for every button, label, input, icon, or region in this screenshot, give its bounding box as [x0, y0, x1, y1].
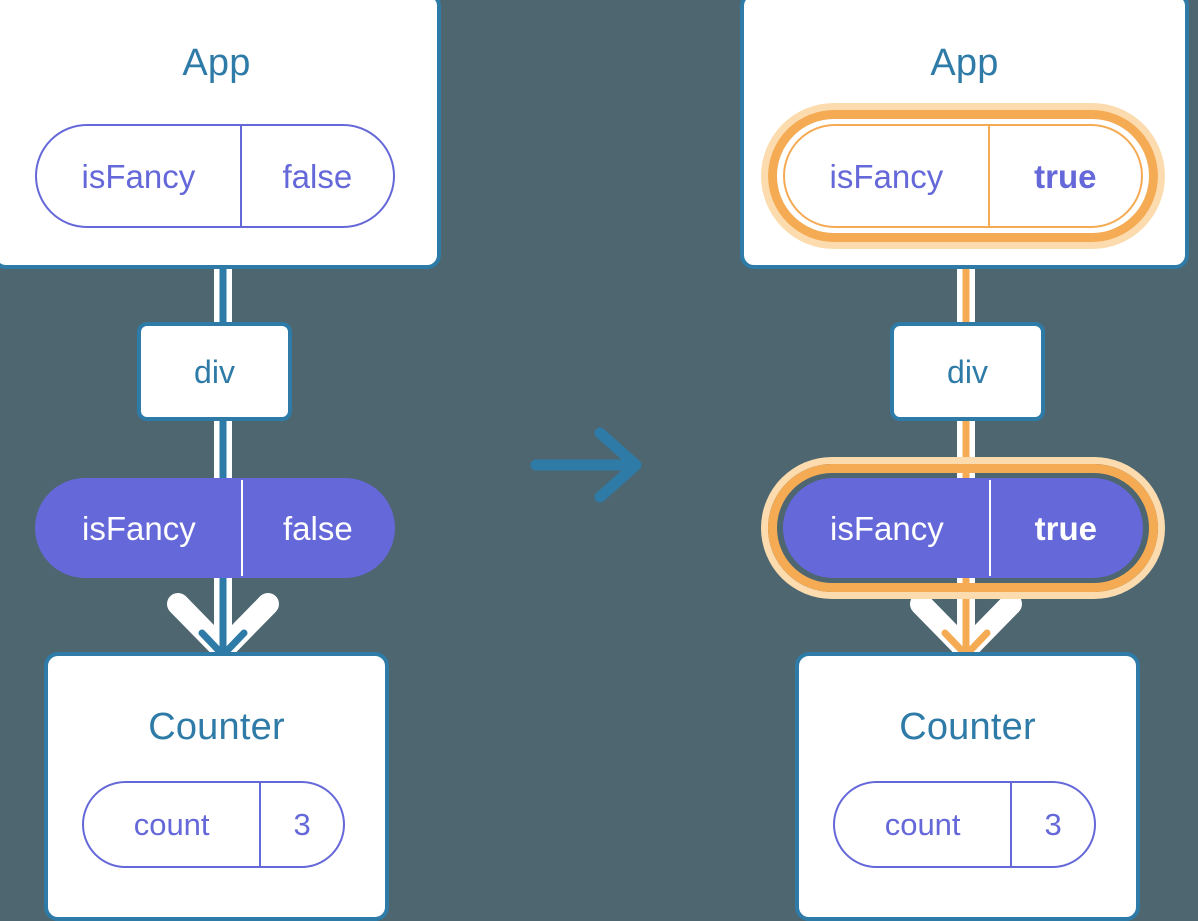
state-pill-key: count	[884, 807, 961, 842]
state-pill-app-isfancy[interactable]: isFancy true	[783, 124, 1143, 228]
state-pill-value: true	[987, 126, 1141, 226]
element-box-div: div	[890, 322, 1045, 421]
component-title-app: App	[182, 42, 251, 84]
state-pill-counter-count[interactable]: count 3	[82, 781, 345, 868]
prop-pill-isfancy[interactable]: isFancy true	[783, 478, 1143, 578]
panel-before: App isFancy false div isFancy false Coun…	[0, 0, 441, 921]
component-title-counter: Counter	[899, 706, 1036, 748]
state-pill-app-isfancy[interactable]: isFancy false	[35, 124, 395, 228]
state-pill-key: isFancy	[829, 157, 944, 195]
component-title-counter: Counter	[148, 706, 285, 748]
prop-pill-key: isFancy	[830, 509, 944, 547]
state-pill-value: 3	[1010, 783, 1094, 866]
element-label-div: div	[194, 353, 235, 390]
element-box-div: div	[137, 322, 292, 421]
prop-pill-value: false	[240, 480, 393, 576]
state-pill-key: isFancy	[81, 157, 196, 195]
prop-pill-isfancy[interactable]: isFancy false	[35, 478, 395, 578]
component-box-counter: Counter	[44, 652, 389, 921]
component-title-app: App	[930, 42, 999, 84]
state-pill-counter-count[interactable]: count 3	[833, 781, 1096, 868]
state-pill-value: 3	[259, 783, 343, 866]
highlight-ring-app-state	[768, 110, 1158, 242]
state-pill-key: count	[133, 807, 210, 842]
element-label-div: div	[947, 353, 988, 390]
transition-right-arrow-icon	[528, 425, 648, 505]
state-pill-value: false	[239, 126, 393, 226]
prop-pill-value: true	[988, 480, 1141, 576]
highlight-ring-prop	[768, 464, 1158, 592]
panel-after: App isFancy true div isFancy true	[740, 0, 1189, 921]
prop-pill-key: isFancy	[82, 509, 196, 547]
